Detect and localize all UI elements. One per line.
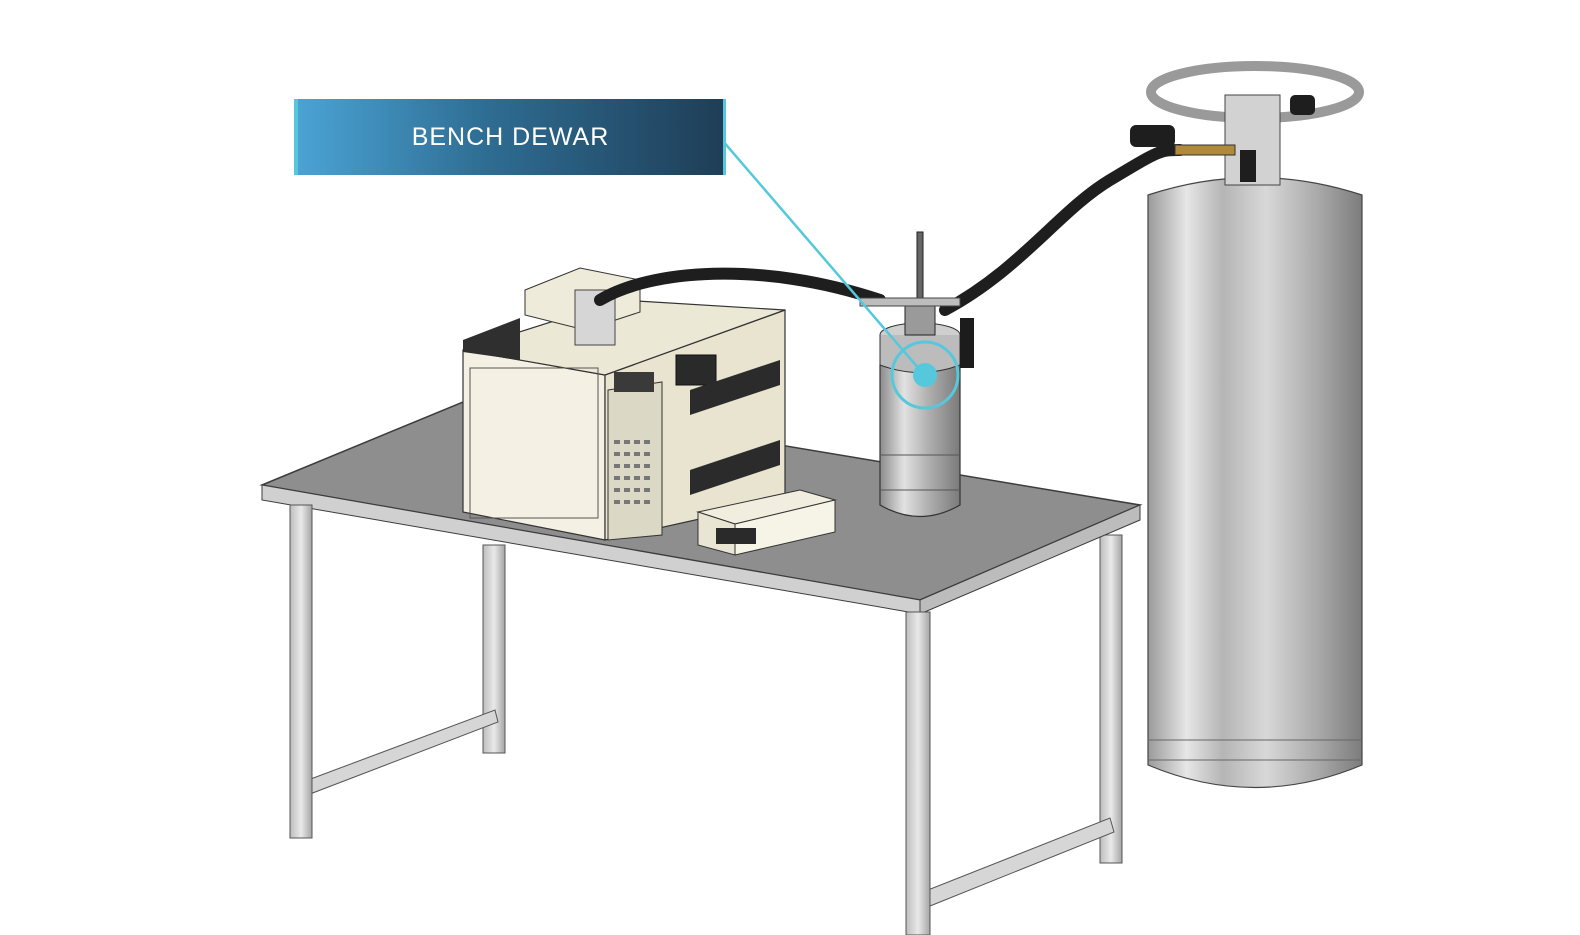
control-box [696,489,837,556]
transfer-hose [594,144,1186,316]
callout-pointer [721,139,960,410]
bench-dewar-callout: BENCH DEWAR [294,99,726,175]
supply-cylinder [1130,61,1364,789]
gas-chromatograph [462,267,786,541]
callout-label: BENCH DEWAR [411,122,610,151]
